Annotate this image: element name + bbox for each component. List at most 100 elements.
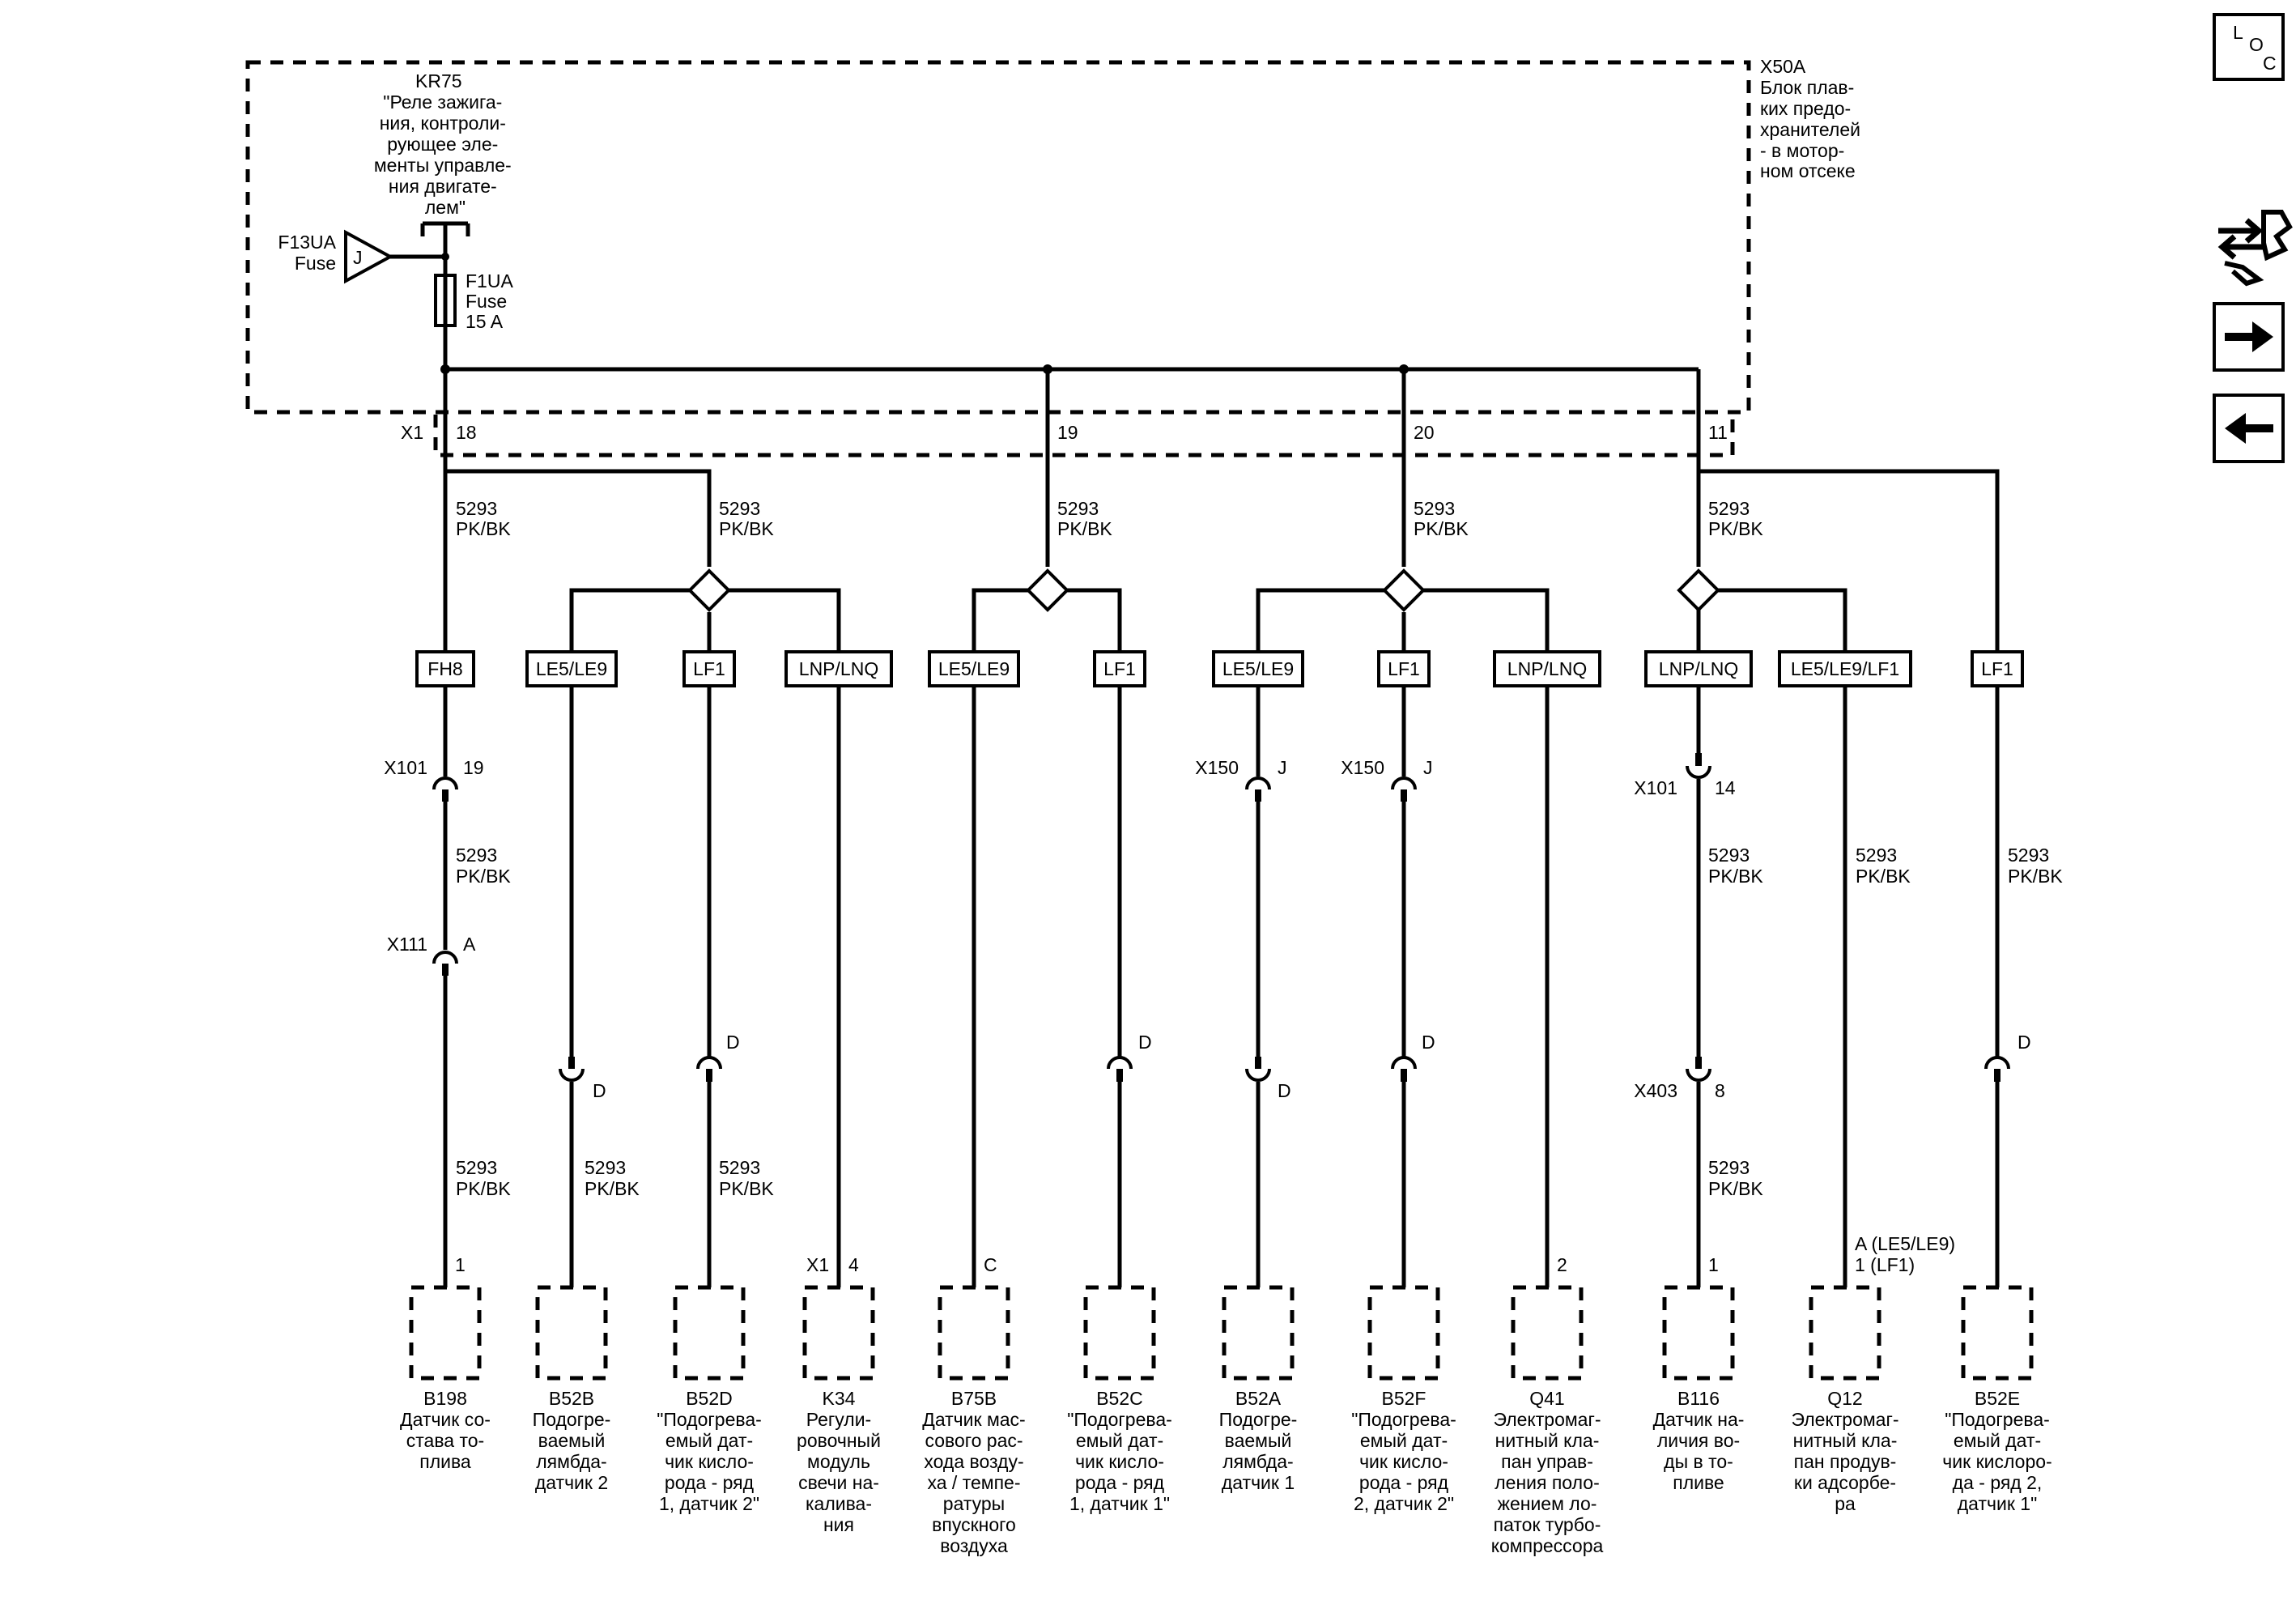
svg-text:X150: X150	[1195, 757, 1239, 778]
fuse-f13ua-pin: J	[353, 247, 363, 268]
inline-connectors	[432, 753, 2010, 1082]
option-label: LE5/LE9	[938, 658, 1010, 679]
relay-contact-symbol	[420, 221, 470, 251]
svg-text:15 A: 15 A	[466, 311, 504, 332]
component-outline	[1222, 1285, 1295, 1381]
connector-wrench-icon[interactable]	[2217, 210, 2293, 287]
component-b52c: B52C"Подогрева-емый дат-чик кисло-рода -…	[1067, 1285, 1172, 1514]
svg-text:A: A	[463, 934, 476, 955]
svg-text:D: D	[593, 1080, 606, 1101]
svg-text:X403: X403	[1634, 1080, 1677, 1101]
fuse-f13ua: J F13UA Fuse	[278, 229, 449, 284]
svg-text:F1UA: F1UA	[466, 270, 513, 291]
component-outline	[1367, 1285, 1440, 1381]
svg-text:D: D	[1138, 1032, 1152, 1053]
wires	[440, 326, 2000, 1287]
relay-kr75-label: KR75 "Реле зажига- ния, контроли- рующее…	[374, 70, 517, 218]
fuse-block-x50a-outline	[245, 60, 1751, 415]
svg-text:C: C	[2263, 53, 2277, 74]
option-label: LNP/LNQ	[1507, 658, 1587, 679]
next-arrow-button[interactable]	[2213, 302, 2285, 372]
connector-x1-outline	[433, 415, 1735, 457]
option-label: LF1	[1981, 658, 2013, 679]
previous-arrow-button[interactable]	[2213, 394, 2285, 463]
option-label: FH8	[427, 658, 462, 679]
option-label: LNP/LNQ	[1659, 658, 1738, 679]
svg-text:X1: X1	[806, 1254, 829, 1275]
component-outline	[1511, 1285, 1584, 1381]
splice-diamonds	[687, 568, 1720, 612]
left-arrow-icon	[2225, 413, 2273, 444]
svg-text:Fuse: Fuse	[466, 291, 507, 312]
component-outline	[1809, 1285, 1881, 1381]
component-b52d: B52D"Подогрева-емый дат-чик кисло-рода -…	[657, 1285, 762, 1514]
svg-text:X101: X101	[384, 757, 427, 778]
svg-text:J: J	[1278, 757, 1287, 778]
option-label: LNP/LNQ	[799, 658, 878, 679]
svg-text:D: D	[2018, 1032, 2031, 1053]
svg-text:X101: X101	[1634, 777, 1677, 798]
fuse-f13ua-label: F13UA	[278, 232, 336, 253]
svg-text:C: C	[984, 1254, 997, 1275]
fuse-block-x50a-label: X50A Блок плав- ких предо- хранителей - …	[1760, 56, 1865, 181]
component-outline	[673, 1285, 746, 1381]
svg-text:D: D	[1278, 1080, 1291, 1101]
option-label: LE5/LE9	[536, 658, 607, 679]
component-caption: B52D"Подогрева-емый дат-чик кисло-рода -…	[657, 1388, 762, 1514]
component-caption: B52F"Подогрева-емый дат-чик кисло-рода -…	[1351, 1388, 1456, 1514]
fuse-f13ua-sublabel: Fuse	[295, 253, 336, 274]
option-label: LF1	[693, 658, 725, 679]
connector-x1-label: X1	[401, 422, 423, 443]
svg-text:2: 2	[1557, 1254, 1567, 1275]
component-outline	[409, 1285, 482, 1381]
component-outline	[535, 1285, 608, 1381]
svg-text:X111: X111	[387, 934, 427, 955]
option-label: LE5/LE9	[1222, 658, 1294, 679]
svg-text:X150: X150	[1341, 757, 1384, 778]
svg-text:1 (LF1): 1 (LF1)	[1855, 1254, 1915, 1275]
option-boxes: FH8 LE5/LE9 LF1 LNP/LNQ LE5/LE9 LF1 LE5/…	[415, 650, 2024, 687]
svg-text:D: D	[1422, 1032, 1435, 1053]
x1-pin-18: 18	[456, 422, 477, 443]
svg-text:14: 14	[1715, 777, 1736, 798]
option-label: LF1	[1103, 658, 1136, 679]
component-outline	[1961, 1285, 2034, 1381]
loc-button[interactable]: L O C	[2213, 13, 2285, 81]
svg-text:4: 4	[848, 1254, 859, 1275]
connector-labels: X101 19 X111 A D D D X150 J D X150 J D X…	[384, 757, 2030, 1101]
component-outline	[802, 1285, 875, 1381]
x1-pin-19: 19	[1057, 422, 1078, 443]
component-outline	[1662, 1285, 1735, 1381]
component-outline	[1083, 1285, 1156, 1381]
svg-text:19: 19	[463, 757, 484, 778]
svg-text:1: 1	[1708, 1254, 1719, 1275]
component-outline	[938, 1285, 1010, 1381]
svg-text:O: O	[2249, 34, 2264, 55]
svg-text:8: 8	[1715, 1080, 1725, 1101]
